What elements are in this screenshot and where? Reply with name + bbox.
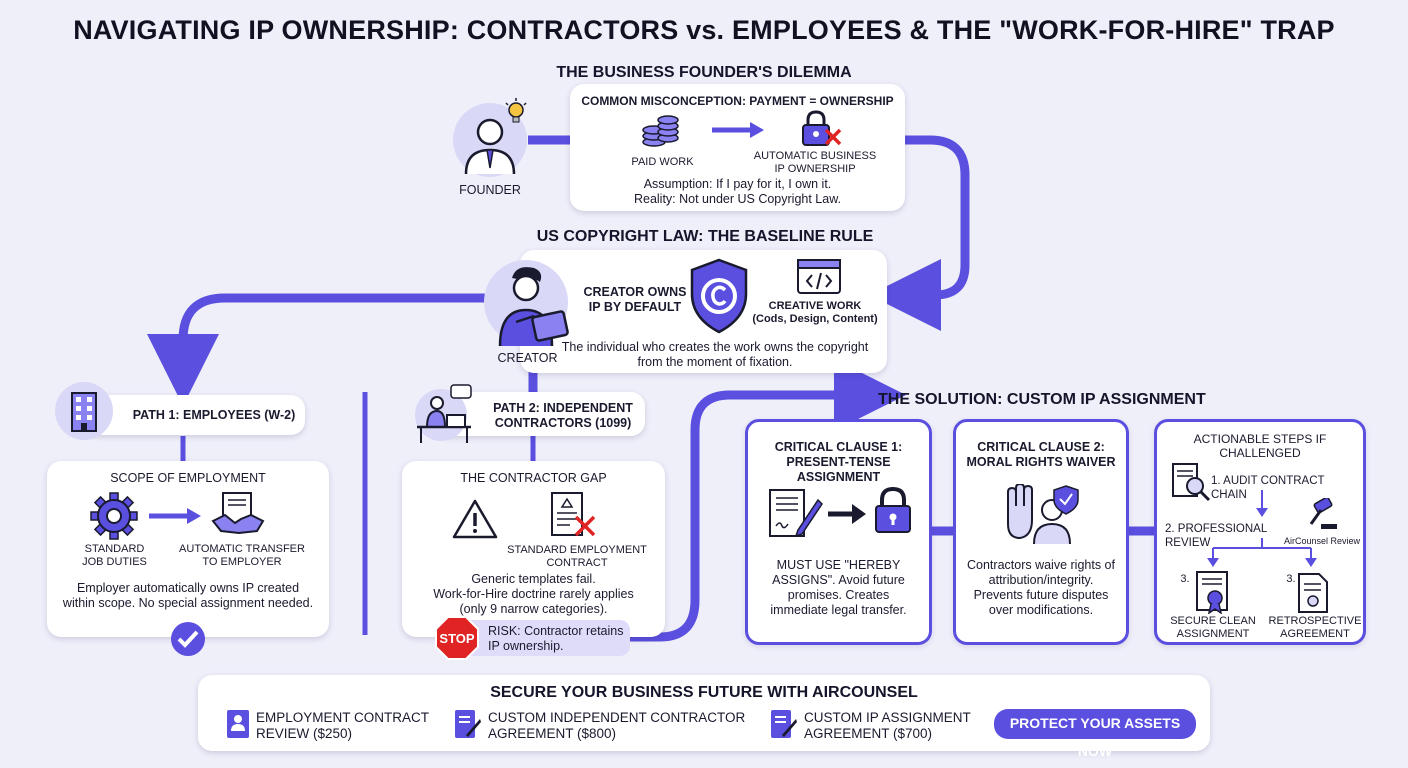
gear-icon xyxy=(89,491,139,541)
arrow-right-icon xyxy=(712,120,766,140)
risk-text: RISK: Contractor retains IP ownership. xyxy=(488,624,624,653)
office-building-icon xyxy=(54,381,114,441)
step1-label: 1. AUDIT CONTRACT CHAIN xyxy=(1211,475,1325,501)
standard-contract-label: STANDARD EMPLOYMENT CONTRACT xyxy=(507,544,647,570)
step2-label: 2. PROFESSIONAL REVIEW xyxy=(1165,523,1267,549)
step-arrow xyxy=(1256,490,1268,517)
handshake-document-icon xyxy=(211,491,265,537)
misconception-card: COMMON MISCONCEPTION: PAYMENT = OWNERSHI… xyxy=(570,84,905,211)
step3b-number: 3. xyxy=(1286,573,1296,585)
creative-work-label: CREATIVE WORK (Cods, Design, Content) xyxy=(752,300,878,326)
arrow-right-icon xyxy=(149,506,203,526)
aircounsel-review-label: AirCounsel Review xyxy=(1283,536,1361,546)
coins-icon xyxy=(640,112,680,152)
footer-banner: SECURE YOUR BUSINESS FUTURE WITH AIRCOUN… xyxy=(198,675,1210,759)
misconception-title: COMMON MISCONCEPTION: PAYMENT = OWNERSHI… xyxy=(581,94,894,108)
lightbulb-icon xyxy=(504,98,528,128)
path2-label: PATH 2: INDEPENDENT CONTRACTORS (1099) xyxy=(493,401,633,430)
steps-title: ACTIONABLE STEPS IF CHALLENGED xyxy=(1193,432,1327,461)
solution-heading: THE SOLUTION: CUSTOM IP ASSIGNMENT xyxy=(878,391,1206,408)
path1-label: PATH 1: EMPLOYEES (W-2) xyxy=(132,408,296,422)
path1-label-card: PATH 1: EMPLOYEES (W-2) xyxy=(85,395,305,435)
footer-item-ip-assignment[interactable]: CUSTOM IP ASSIGNMENT AGREEMENT ($700) xyxy=(804,710,971,742)
footer-heading: SECURE YOUR BUSINESS FUTURE WITH AIRCOUN… xyxy=(490,684,918,701)
clause1-title: CRITICAL CLAUSE 1: PRESENT-TENSE ASSIGNM… xyxy=(774,440,903,484)
path2-label-card: PATH 2: INDEPENDENT CONTRACTORS (1099) xyxy=(435,392,645,436)
clause1-desc: MUST USE "HEREBY ASSIGNS". Avoid future … xyxy=(770,558,907,617)
contractor-gap-card: THE CONTRACTOR GAP STANDARD EMPLOYMENT C… xyxy=(402,461,665,637)
baseline-heading: US COPYRIGHT LAW: THE BASELINE RULE xyxy=(536,228,874,245)
step-branch-arrows xyxy=(1207,538,1317,567)
scope-of-employment-card: SCOPE OF EMPLOYMENT xyxy=(47,461,329,637)
founder-avatar-icon xyxy=(452,98,534,180)
clause1-card: CRITICAL CLAUSE 1: PRESENT-TENSE ASSIGNM… xyxy=(745,419,932,645)
check-circle-icon xyxy=(170,621,206,657)
dilemma-heading: THE BUSINESS FOUNDER'S DILEMMA xyxy=(556,64,852,81)
ip-assignment-icon xyxy=(770,709,798,739)
paid-work-label: PAID WORK xyxy=(631,156,694,168)
clause2-title: CRITICAL CLAUSE 2: MORAL RIGHTS WAIVER xyxy=(966,440,1116,469)
lock-icon xyxy=(872,486,914,534)
clause2-card: CRITICAL CLAUSE 2: MORAL RIGHTS WAIVER C… xyxy=(953,419,1129,645)
step3a-number: 3. xyxy=(1180,573,1190,585)
reality-text: Reality: Not under US Copyright Law. xyxy=(633,192,842,206)
code-window-icon xyxy=(796,258,842,296)
assumption-text: Assumption: If I pay for it, I own it. xyxy=(643,177,832,191)
contractor-gap-title: THE CONTRACTOR GAP xyxy=(460,471,607,485)
gavel-icon xyxy=(1305,498,1339,532)
baseline-desc: The individual who creates the work owns… xyxy=(561,340,869,369)
copyright-shield-icon xyxy=(688,258,750,334)
footer-item-employment-review[interactable]: EMPLOYMENT CONTRACT REVIEW ($250) xyxy=(256,710,430,742)
scope-desc: Employer automatically owns IP created w… xyxy=(62,581,314,610)
standard-duties-label: STANDARD JOB DUTIES xyxy=(82,543,147,569)
footer-item-contractor-agreement[interactable]: CUSTOM INDEPENDENT CONTRACTOR AGREEMENT … xyxy=(488,710,746,742)
contract-review-icon xyxy=(226,709,250,739)
creator-avatar-icon xyxy=(482,258,572,348)
hand-shield-icon xyxy=(1002,484,1080,546)
founder-label: FOUNDER xyxy=(459,183,521,197)
contractor-gap-desc: Generic templates fail. Work-for-Hire do… xyxy=(433,572,634,616)
scope-title: SCOPE OF EMPLOYMENT xyxy=(110,471,266,485)
contractor-agreement-icon xyxy=(454,709,482,739)
automatic-transfer-label: AUTOMATIC TRANSFER TO EMPLOYER xyxy=(179,543,305,569)
creator-owns-label: CREATOR OWNS IP BY DEFAULT xyxy=(583,285,687,314)
warning-icon xyxy=(452,499,498,539)
step3a-label: SECURE CLEAN ASSIGNMENT xyxy=(1170,615,1256,641)
page-title: NAVIGATING IP OWNERSHIP: CONTRACTORS vs.… xyxy=(73,15,1335,45)
lock-x-icon xyxy=(800,110,842,148)
contract-x-icon xyxy=(548,491,598,541)
arrow-right-icon xyxy=(828,502,868,526)
actionable-steps-card: ACTIONABLE STEPS IF CHALLENGED 1. AUDIT … xyxy=(1154,419,1366,645)
stop-sign-icon xyxy=(434,615,480,661)
signed-document-icon xyxy=(1297,572,1329,614)
contractor-desk-icon xyxy=(413,383,479,449)
creator-label: CREATOR xyxy=(497,351,558,365)
protect-assets-button[interactable]: PROTECT YOUR ASSETS NOW xyxy=(994,709,1196,759)
certificate-icon xyxy=(1195,570,1231,614)
magnifier-document-icon xyxy=(1171,462,1213,502)
stop-sign-text: STOP xyxy=(439,631,475,646)
baseline-card: CREATOR OWNS IP BY DEFAULT CREATIVE WORK… xyxy=(520,250,887,373)
auto-ownership-label: AUTOMATIC BUSINESS IP OWNERSHIP xyxy=(753,150,877,176)
document-pen-icon xyxy=(768,486,824,542)
clause2-desc: Contractors waive rights of attribution/… xyxy=(967,558,1115,617)
step3b-label: RETROSPECTIVE AGREEMENT xyxy=(1268,615,1362,641)
